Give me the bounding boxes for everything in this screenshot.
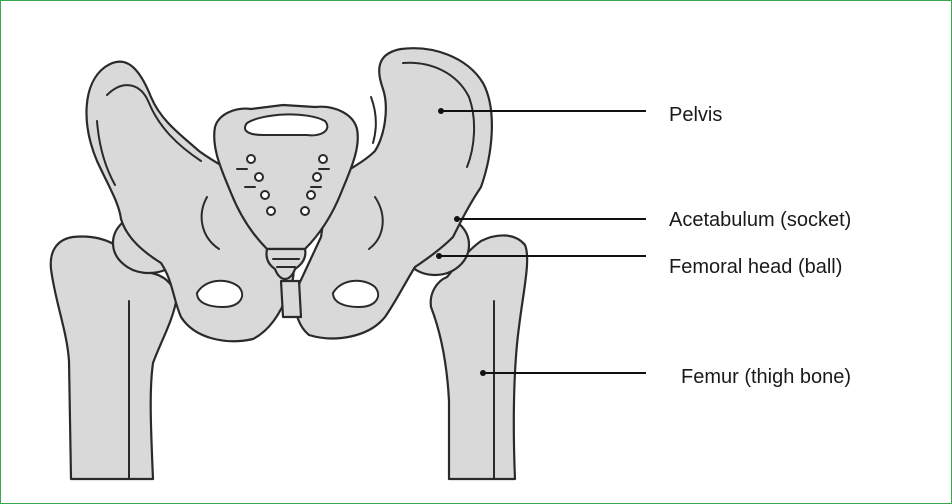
femur-label: Femur (thigh bone) [681, 365, 851, 389]
pubic-symphysis [281, 281, 301, 317]
pelvis-label: Pelvis [669, 103, 722, 127]
acetabulum-label: Acetabulum (socket) [669, 208, 851, 232]
femoral-head-label: Femoral head (ball) [669, 255, 842, 279]
leader-acetabulum [454, 216, 646, 222]
